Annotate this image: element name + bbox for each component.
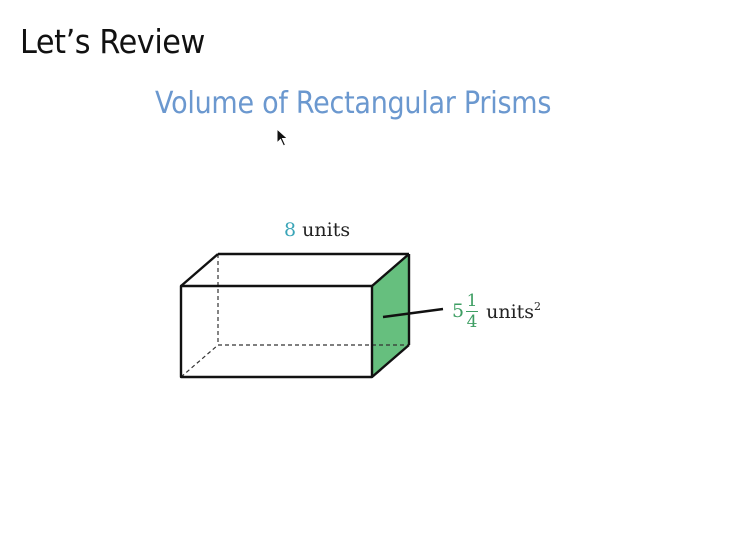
face-area-exponent: 2	[534, 299, 542, 313]
face-area-unit-text: units	[486, 300, 535, 323]
face-area-label: 5 1 4 units2	[452, 284, 541, 338]
face-area-whole: 5	[452, 300, 465, 322]
length-unit: units	[302, 219, 351, 241]
fraction-denominator: 4	[466, 311, 478, 332]
face-area-unit: units2	[486, 300, 541, 323]
visible-edges	[179, 252, 411, 379]
length-value: 8	[284, 219, 297, 241]
page-heading: Let’s Review	[20, 22, 205, 61]
fraction-numerator: 1	[466, 290, 478, 311]
face-area-fraction: 1 4	[466, 290, 479, 332]
area-leader-line	[382, 307, 444, 319]
mouse-pointer-icon	[276, 128, 289, 147]
fraction-bar	[466, 310, 479, 312]
hidden-edges	[180, 254, 409, 378]
lesson-title: Volume of Rectangular Prisms	[155, 86, 552, 121]
length-label: 8 units	[284, 219, 350, 241]
